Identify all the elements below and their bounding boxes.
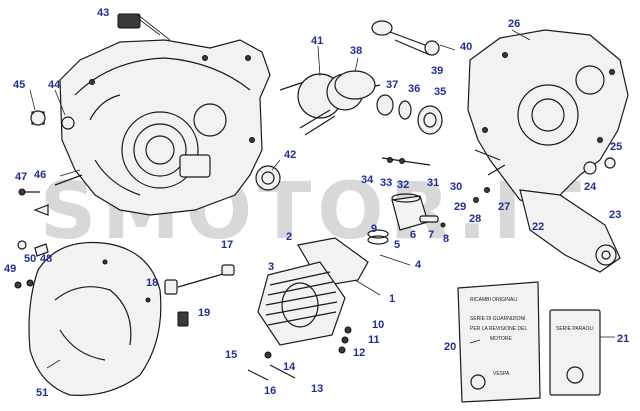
label-48: 48 <box>40 253 52 265</box>
label-23: 23 <box>609 209 621 221</box>
part-48-50-small-parts <box>14 240 49 289</box>
part-25-washer <box>604 157 616 169</box>
part-35-37-bearings <box>376 94 443 135</box>
part-10-12-nuts <box>338 326 352 354</box>
part-14-16-studs <box>247 351 296 381</box>
gasket-kit-line-2: PER LA REVISIONE DEL <box>470 326 527 332</box>
label-40: 40 <box>460 41 472 53</box>
label-21: 21 <box>617 333 629 345</box>
label-20: 20 <box>444 341 456 353</box>
label-14: 14 <box>283 361 296 373</box>
label-27: 27 <box>498 201 510 213</box>
label-51: 51 <box>36 387 48 399</box>
label-17: 17 <box>221 239 233 251</box>
label-12: 12 <box>353 347 365 359</box>
label-22: 22 <box>532 221 544 233</box>
label-31: 31 <box>427 177 439 189</box>
label-24: 24 <box>584 181 597 193</box>
label-36: 36 <box>408 83 420 95</box>
gasket-kit-line-3: MOTORE <box>490 336 513 342</box>
label-26: 26 <box>508 18 520 30</box>
label-46: 46 <box>34 169 46 181</box>
part-27-30-small-parts <box>473 149 506 203</box>
label-32: 32 <box>397 179 409 191</box>
part-20-gasket-kit: RICAMBI ORIGINALI SERIE DI GUARNIZIONI P… <box>457 281 541 403</box>
label-30: 30 <box>450 181 462 193</box>
part-26-right-crankcase <box>467 29 629 273</box>
washer-kit-label: SERIE PARAOLI <box>556 326 594 332</box>
label-39: 39 <box>431 65 443 77</box>
part-24-washer <box>583 161 597 175</box>
part-5-9-piston <box>367 193 446 245</box>
label-38: 38 <box>350 45 362 57</box>
label-42: 42 <box>284 149 296 161</box>
label-49: 49 <box>4 263 16 275</box>
part-2-3-cylinder <box>257 237 369 346</box>
label-43: 43 <box>97 7 109 19</box>
left-crankcase-half <box>59 39 271 216</box>
label-25: 25 <box>610 141 622 153</box>
label-11: 11 <box>368 334 380 346</box>
label-28: 28 <box>469 213 481 225</box>
part-17-19-spark-plug <box>164 264 235 327</box>
label-8: 8 <box>443 233 449 245</box>
part-45-plug-head <box>30 110 46 126</box>
part-44-washer <box>61 116 75 130</box>
gasket-kit-header: RICAMBI ORIGINALI <box>470 297 518 303</box>
part-40-connecting-rod <box>371 20 440 56</box>
part-43-spacer <box>117 13 161 36</box>
part-number-labels: 1 2 3 4 5 6 7 8 9 10 11 12 13 14 15 16 1… <box>4 7 629 399</box>
label-41: 41 <box>311 35 323 47</box>
label-34: 34 <box>361 174 374 186</box>
gasket-kit-line-1: SERIE DI GUARNIZIONI <box>470 316 526 322</box>
gasket-kit-line-4: VESPA <box>493 371 510 377</box>
label-2: 2 <box>286 231 292 243</box>
label-13: 13 <box>311 383 323 395</box>
part-38-crank-web <box>334 70 376 100</box>
label-9: 9 <box>371 223 377 235</box>
part-42-bearing <box>255 165 281 191</box>
label-19: 19 <box>198 307 210 319</box>
label-35: 35 <box>434 86 446 98</box>
part-51-flywheel-cover <box>28 241 162 396</box>
label-1: 1 <box>389 293 395 305</box>
label-44: 44 <box>48 79 61 91</box>
label-29: 29 <box>454 201 466 213</box>
label-15: 15 <box>225 349 237 361</box>
part-46-47-screws <box>18 174 83 216</box>
label-6: 6 <box>410 229 416 241</box>
label-47: 47 <box>15 171 27 183</box>
part-31-34-studs <box>381 157 431 166</box>
label-37: 37 <box>386 79 398 91</box>
label-7: 7 <box>428 229 434 241</box>
label-4: 4 <box>415 259 422 271</box>
label-16: 16 <box>264 385 276 397</box>
label-45: 45 <box>13 79 25 91</box>
label-33: 33 <box>380 177 392 189</box>
label-3: 3 <box>268 261 274 273</box>
part-21-washer-kit: SERIE PARAOLI <box>549 309 601 396</box>
label-50: 50 <box>24 253 36 265</box>
label-10: 10 <box>372 319 384 331</box>
label-18: 18 <box>146 277 158 289</box>
leader-lines <box>29 14 615 369</box>
label-5: 5 <box>394 239 400 251</box>
